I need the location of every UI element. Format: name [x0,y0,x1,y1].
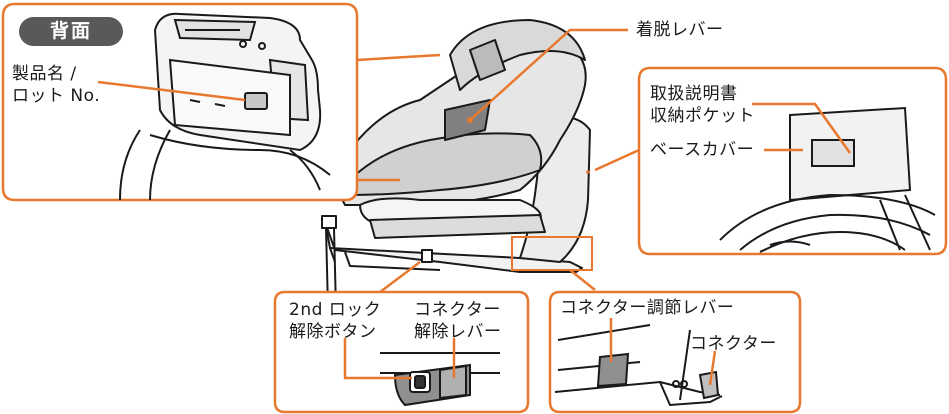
label-manual-pocket-line2: 収納ポケット [650,106,755,126]
label-product-name: 製品名 / [12,64,77,84]
label-second-lock-line2: 解除ボタン [289,322,377,342]
label-release-lever: 着脱レバー [636,20,724,40]
label-manual-pocket-line1: 取扱説明書 [650,84,738,104]
second-lock-panel [273,290,530,414]
label-lot-no: ロット No. [12,86,101,106]
label-base-cover: ベースカバー [650,140,755,160]
connector-adjust-panel [548,290,802,414]
label-connector-release-line2: 解除レバー [414,322,502,342]
label-connector-release-line1: コネクター [414,300,501,320]
label-connector-adjust-lever: コネクター調節レバー [560,298,735,318]
label-second-lock-line1: 2nd ロック [289,300,382,320]
back-view-badge: 背面 [19,17,123,46]
back-view-panel [1,2,359,202]
label-connector: コネクター [690,334,777,354]
base-cover-panel [637,66,948,256]
